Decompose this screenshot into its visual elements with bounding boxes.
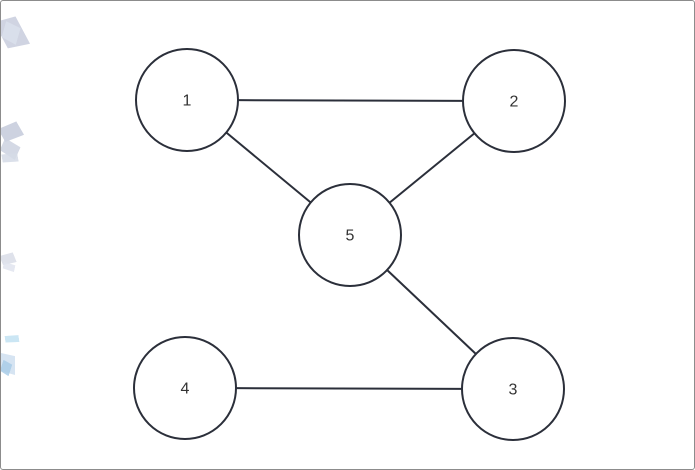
graph-node-label-5: 5	[346, 228, 355, 245]
graph-edge-2-5[interactable]	[388, 132, 476, 204]
graph-node-label-3: 3	[509, 382, 518, 399]
node-layer: 1 2 5 4 3	[133, 48, 566, 441]
graph-node-circle-2[interactable]	[462, 49, 566, 153]
graph-edge-1-2[interactable]	[237, 99, 464, 102]
graph-node-circle-1[interactable]	[135, 48, 239, 152]
graph-node-circle-3[interactable]	[461, 337, 565, 441]
graph-node-label-1: 1	[183, 93, 192, 110]
edge-layer	[225, 99, 477, 390]
graph-node-1[interactable]: 1	[135, 48, 239, 152]
graph-node-circle-5[interactable]	[298, 183, 402, 287]
graph-node-3[interactable]: 3	[461, 337, 565, 441]
graph-node-circle-4[interactable]	[133, 336, 237, 440]
graph-edge-4-3[interactable]	[235, 387, 463, 390]
graph-node-5[interactable]: 5	[298, 183, 402, 287]
graph-node-label-2: 2	[510, 94, 519, 111]
graph-edge-1-5[interactable]	[225, 131, 312, 204]
graph-node-2[interactable]: 2	[462, 49, 566, 153]
graph-node-4[interactable]: 4	[133, 336, 237, 440]
graph-edge-5-3[interactable]	[386, 269, 477, 355]
graph-node-label-4: 4	[181, 381, 190, 398]
